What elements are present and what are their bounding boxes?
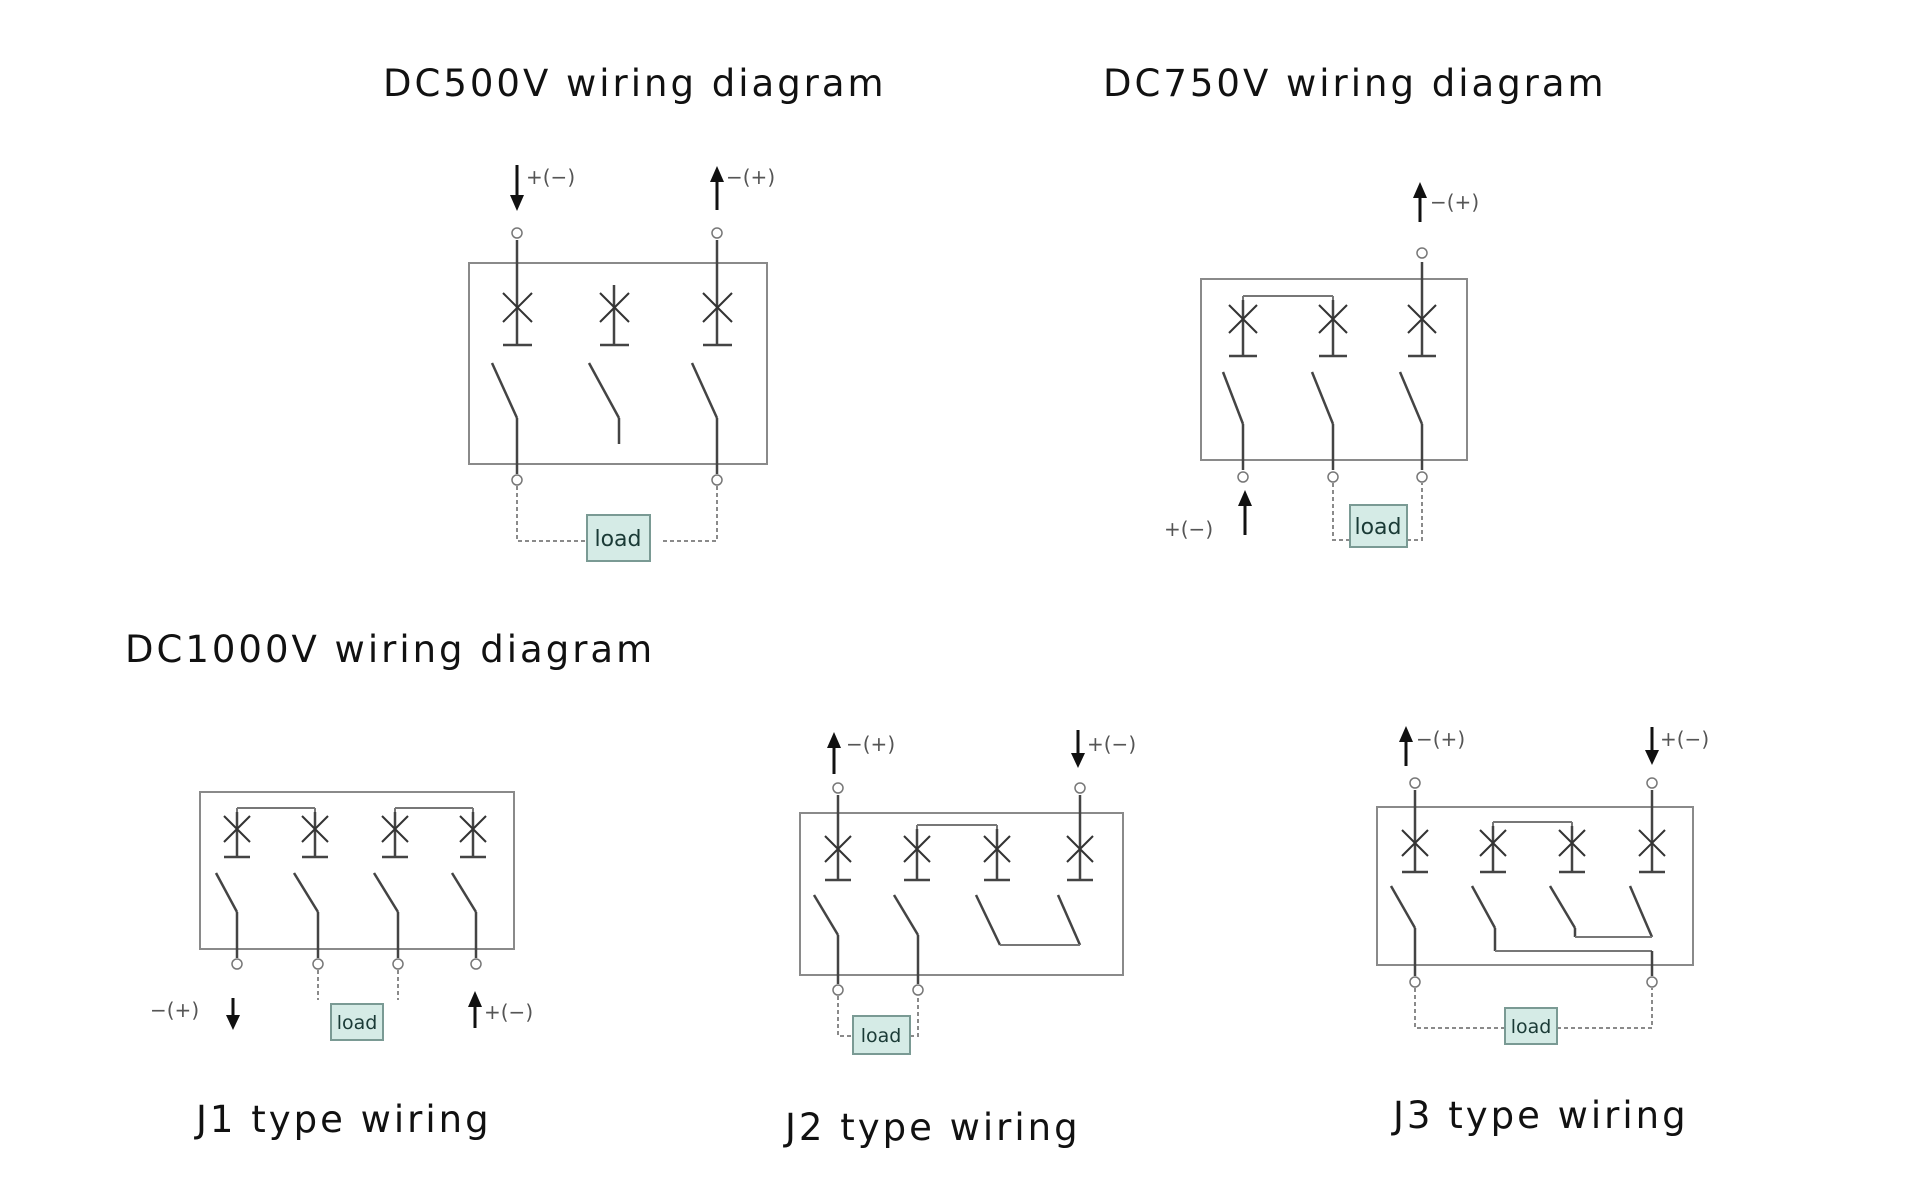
terminal-icon <box>1646 976 1658 988</box>
terminal-icon <box>470 958 482 970</box>
terminal-icon <box>231 958 243 970</box>
load-box <box>852 1015 911 1055</box>
terminal-icon <box>1074 782 1086 794</box>
arrow-down-icon <box>226 1015 240 1030</box>
load-label: load <box>594 527 641 552</box>
terminal-icon <box>1646 777 1658 789</box>
arrow-up-icon <box>1413 182 1427 198</box>
j1-caption: J1 type wiring <box>196 1098 492 1141</box>
svg-text:−(+): −(+) <box>1416 727 1465 751</box>
terminal-icon <box>711 227 723 239</box>
dc500-diagram: +(−) −(+) load <box>468 165 775 562</box>
terminal-icon <box>511 227 523 239</box>
terminal-icon <box>511 474 523 486</box>
arrow-up-icon <box>1399 726 1413 742</box>
svg-text:−(+): −(+) <box>1430 190 1479 214</box>
terminal-icon <box>1409 777 1421 789</box>
arrow-up-icon <box>468 991 482 1007</box>
j2-diagram: −(+) +(−) load <box>799 730 1136 1055</box>
j1-diagram: −(+) +(−) load <box>150 791 533 1041</box>
dc750-title: DC750V wiring diagram <box>1103 62 1607 105</box>
arrow-down-icon <box>1645 750 1659 765</box>
terminal-icon <box>312 958 324 970</box>
load-box <box>1349 504 1408 548</box>
svg-text:+(−): +(−) <box>1087 732 1136 756</box>
arrow-up-icon <box>827 732 841 748</box>
load-box <box>1504 1007 1558 1045</box>
svg-text:+(−): +(−) <box>526 165 575 189</box>
arrow-up-icon <box>710 166 724 182</box>
svg-text:−(+): −(+) <box>726 165 775 189</box>
svg-text:−(+): −(+) <box>150 998 199 1022</box>
terminal-icon <box>1416 471 1428 483</box>
terminal-icon <box>1237 471 1249 483</box>
load-label: load <box>1511 1016 1552 1038</box>
breaker-housing <box>799 812 1124 976</box>
load-label: load <box>861 1025 902 1047</box>
svg-text:−(+): −(+) <box>846 732 895 756</box>
load-box <box>586 514 651 562</box>
j3-diagram: −(+) +(−) load <box>1376 726 1709 1045</box>
load-box <box>330 1003 384 1041</box>
load-label: load <box>1354 515 1401 540</box>
svg-text:+(−): +(−) <box>1660 727 1709 751</box>
terminal-icon <box>711 474 723 486</box>
dc500-title: DC500V wiring diagram <box>383 62 887 105</box>
arrow-up-icon <box>1238 490 1252 506</box>
terminal-icon <box>1409 976 1421 988</box>
breaker-housing <box>1376 806 1694 966</box>
breaker-housing <box>199 791 515 950</box>
arrow-down-icon <box>510 195 524 211</box>
breaker-housing <box>468 262 768 465</box>
terminal-icon <box>832 984 844 996</box>
dc750-diagram: −(+) +(−) load <box>1164 182 1479 548</box>
terminal-icon <box>912 984 924 996</box>
terminal-icon <box>832 782 844 794</box>
terminal-icon <box>392 958 404 970</box>
dc1000-title: DC1000V wiring diagram <box>125 628 656 671</box>
svg-text:+(−): +(−) <box>484 1000 533 1024</box>
j2-caption: J2 type wiring <box>785 1106 1081 1149</box>
j3-caption: J3 type wiring <box>1393 1094 1689 1137</box>
arrow-down-icon <box>1071 753 1085 768</box>
svg-text:+(−): +(−) <box>1164 517 1213 541</box>
load-label: load <box>337 1012 378 1034</box>
terminal-icon <box>1416 247 1428 259</box>
terminal-icon <box>1327 471 1339 483</box>
